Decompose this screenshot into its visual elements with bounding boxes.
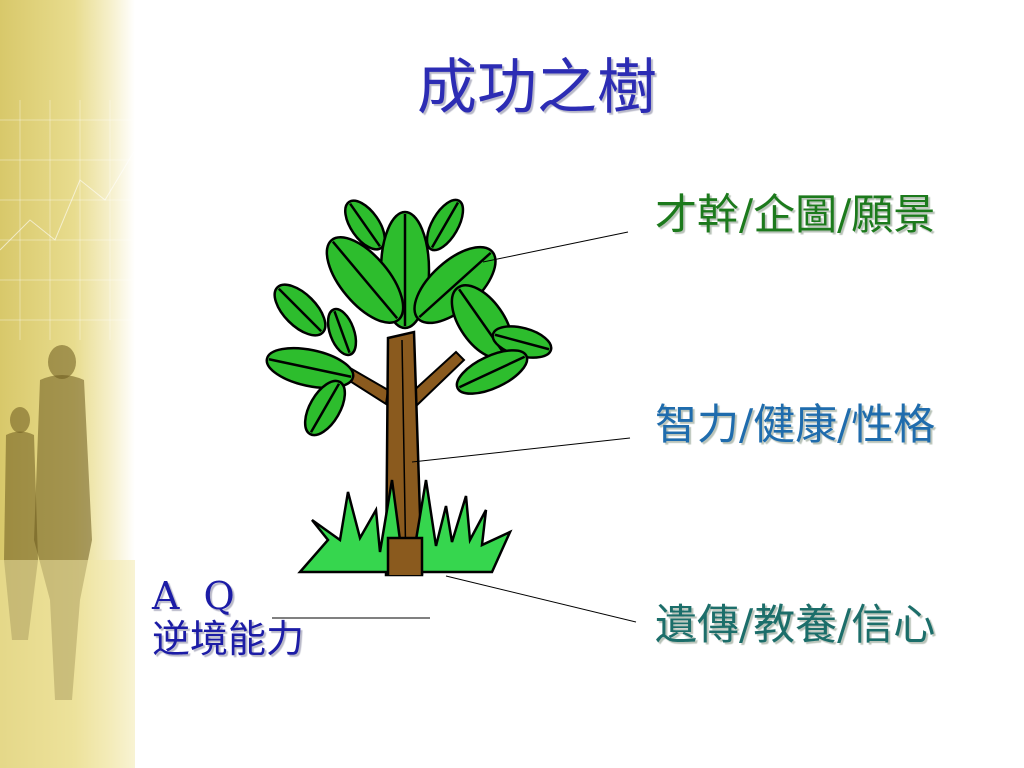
slide-title: 成功之樹 [417, 53, 657, 123]
tree-illustration-icon [265, 198, 553, 577]
city-skyline-decoration-icon [0, 100, 135, 768]
side-decoration-strip [0, 0, 135, 768]
label-intellect-health-character: 智力/健康/性格 [655, 400, 936, 449]
aq-code: A Q [152, 574, 241, 618]
label-heredity-upbringing-confidence: 遺傳/教養/信心 [655, 600, 936, 649]
label-talent-ambition-vision: 才幹/企圖/願景 [655, 190, 936, 239]
aq-label: A Q 逆境能力 [152, 575, 304, 660]
aq-text: 逆境能力 [152, 616, 305, 661]
